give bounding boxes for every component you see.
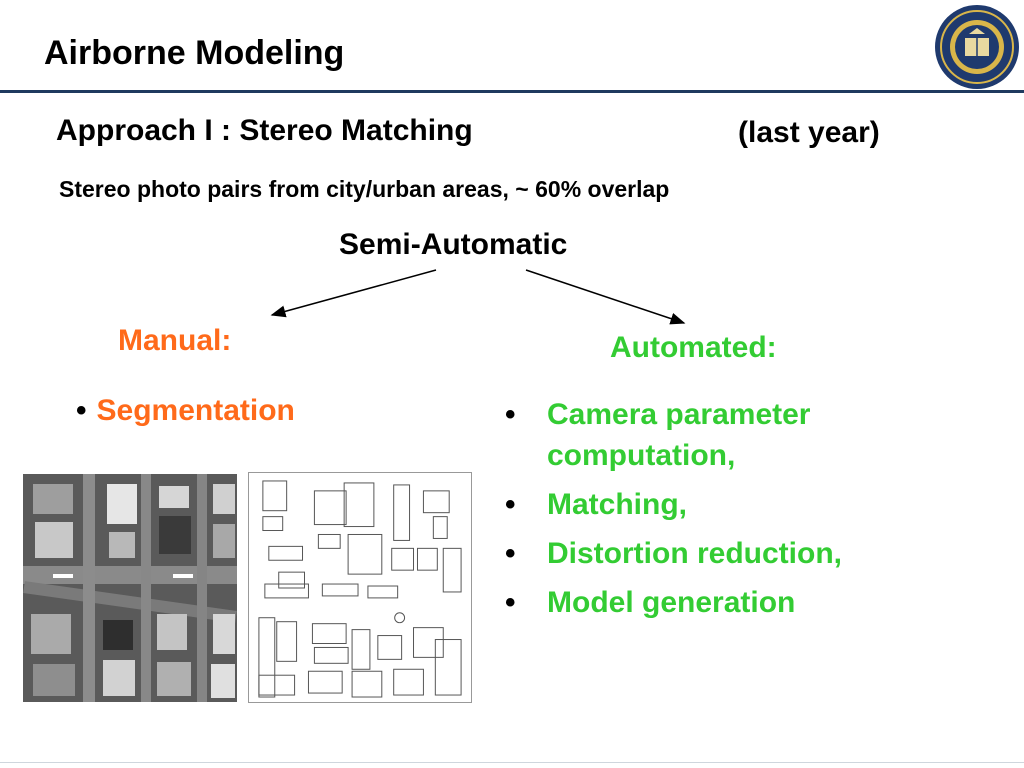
bullet-marker: • <box>505 586 516 619</box>
manual-item-label: Segmentation <box>96 394 295 427</box>
title-rule <box>0 90 1024 93</box>
approach-heading: Approach I : Stereo Matching <box>56 114 473 147</box>
bullet-marker: • <box>505 488 516 521</box>
slide-title: Airborne Modeling <box>44 34 345 72</box>
stereo-description: Stereo photo pairs from city/urban areas… <box>59 176 670 202</box>
manual-heading: Manual: <box>118 324 232 357</box>
automated-list-item: • Camera parameter computation, <box>505 394 1005 476</box>
automated-item-label: Matching, <box>547 488 687 521</box>
segmentation-outline-image <box>248 472 472 703</box>
automated-list: • Camera parameter computation, • Matchi… <box>505 394 1005 631</box>
automated-list-item: • Distortion reduction, <box>505 533 1005 574</box>
arrow-to-manual <box>270 269 437 318</box>
automated-heading: Automated: <box>610 331 777 364</box>
bullet-marker: • <box>76 394 87 427</box>
automated-item-label: Distortion reduction, <box>547 537 842 570</box>
university-seal-icon <box>935 5 1019 89</box>
automated-list-item: • Matching, <box>505 484 1005 525</box>
aerial-photo-image <box>23 474 237 702</box>
manual-list-item: • Segmentation <box>76 394 295 428</box>
automated-list-item: • Model generation <box>505 582 1005 623</box>
bullet-marker: • <box>505 398 516 431</box>
last-year-note: (last year) <box>738 116 880 149</box>
automated-item-label: Camera parameter computation, <box>547 398 811 472</box>
bullet-marker: • <box>505 537 516 570</box>
semi-automatic-label: Semi-Automatic <box>339 228 568 261</box>
arrow-to-automated <box>525 269 686 325</box>
footer-rule <box>0 762 1024 763</box>
automated-item-label: Model generation <box>547 586 796 619</box>
